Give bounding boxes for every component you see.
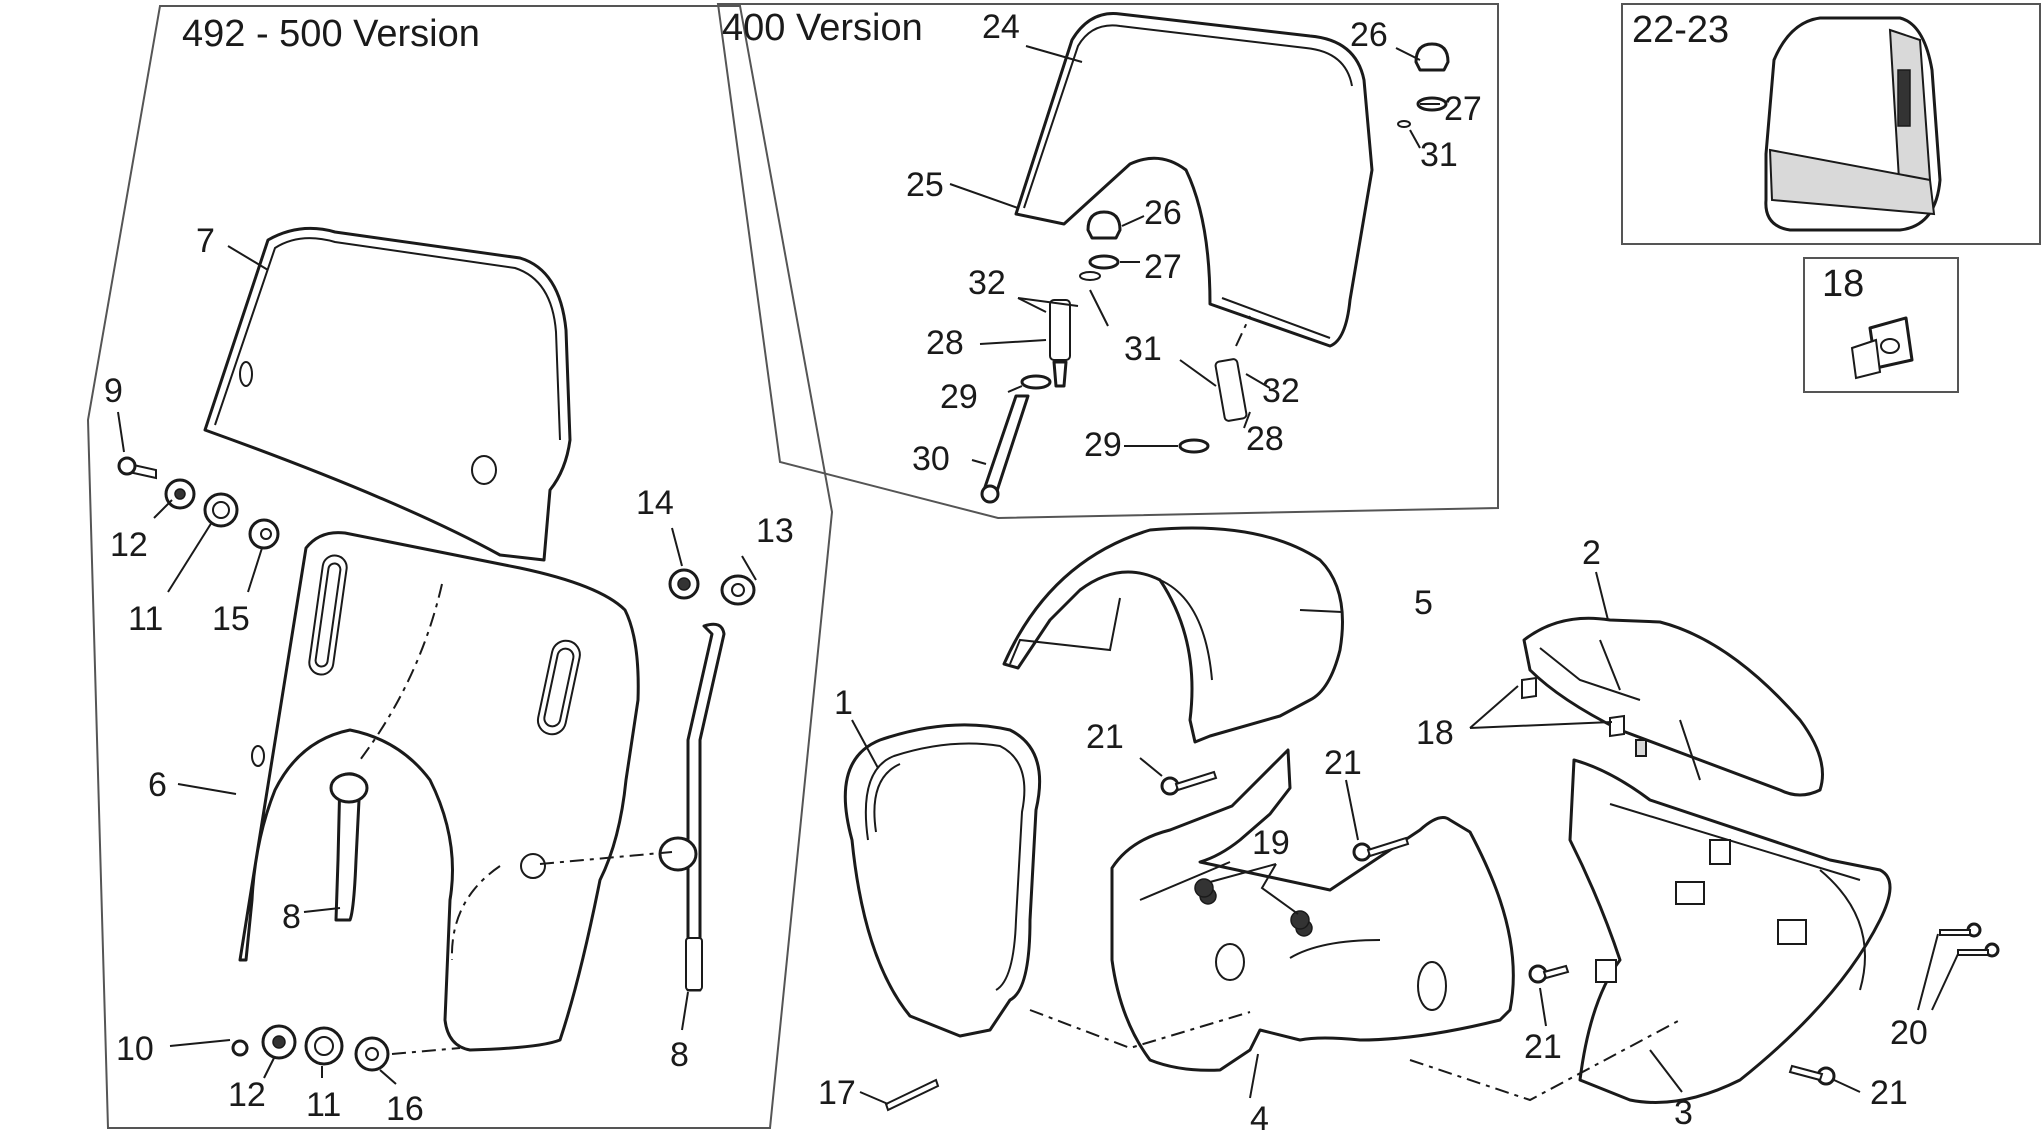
- callout-12-top: 12: [110, 526, 148, 564]
- callout-13: 13: [756, 512, 794, 550]
- callout-32-right: 32: [1262, 372, 1300, 410]
- frame-title-22-23: 22-23: [1632, 9, 1729, 51]
- callout-8-bottom: 8: [670, 1036, 689, 1074]
- callout-7: 7: [196, 222, 215, 260]
- frame-title-492-500: 492 - 500 Version: [182, 13, 480, 55]
- fasteners-400: [980, 42, 1450, 504]
- callout-31-mid: 31: [1124, 330, 1162, 368]
- callout-24: 24: [982, 8, 1020, 46]
- leaders-492-500: [117, 245, 757, 1085]
- frame-inset-22-23: [1621, 3, 2041, 245]
- callout-15: 15: [212, 600, 250, 638]
- callout-11-top: 11: [128, 600, 163, 638]
- callout-21-d: 21: [1870, 1074, 1908, 1112]
- callout-1: 1: [834, 684, 853, 722]
- callout-4: 4: [1250, 1100, 1269, 1132]
- callout-11-bottom: 11: [306, 1086, 341, 1124]
- leaders-400: [949, 45, 1440, 465]
- headlight-rim-part-1: [843, 723, 1042, 1038]
- fasteners-492-500: [117, 456, 756, 1072]
- callout-3: 3: [1674, 1094, 1693, 1132]
- callout-14: 14: [636, 484, 674, 522]
- callout-6: 6: [148, 766, 167, 804]
- callout-2: 2: [1582, 534, 1601, 572]
- cowl-part-5: [1002, 526, 1344, 744]
- windscreen-part-6: [238, 531, 640, 1052]
- callout-28-right: 28: [1246, 420, 1284, 458]
- callout-29-left: 29: [940, 378, 978, 416]
- frame-inset-18: [1803, 257, 1959, 393]
- handlebar-cover-part-2: [1522, 616, 1824, 797]
- callout-29-right: 29: [1084, 426, 1122, 464]
- callout-25: 25: [906, 166, 944, 204]
- stay-part-8: [329, 583, 726, 992]
- callout-21-c: 21: [1524, 1028, 1562, 1066]
- callout-31-top: 31: [1420, 136, 1458, 174]
- frame-title-400: 400 Version: [722, 7, 923, 49]
- callout-21-a: 21: [1086, 718, 1124, 756]
- rear-cover-part-3: [1568, 758, 1892, 1104]
- windscreen-part-24: [1014, 12, 1374, 348]
- callout-labels: 1 2 3 4 5 6 7 8 8 9 10 11 11 12 12 13 14…: [104, 8, 1928, 1132]
- callout-21-b: 21: [1324, 744, 1362, 782]
- lower-fasteners: [884, 676, 2000, 1112]
- callout-19: 19: [1252, 824, 1290, 862]
- callout-5: 5: [1414, 584, 1433, 622]
- callout-9: 9: [104, 372, 123, 410]
- callout-8-top: 8: [282, 898, 301, 936]
- callout-26-mid: 26: [1144, 194, 1182, 232]
- callout-32-left: 32: [968, 264, 1006, 302]
- callout-20: 20: [1890, 1014, 1928, 1052]
- callout-27-top: 27: [1444, 90, 1482, 128]
- inset-18-clip: [1850, 316, 1914, 380]
- callout-28-left: 28: [926, 324, 964, 362]
- callout-18: 18: [1416, 714, 1454, 752]
- frame-title-18: 18: [1822, 263, 1864, 305]
- callout-30: 30: [912, 440, 950, 478]
- callout-17: 17: [818, 1074, 856, 1112]
- frame-400-version: [716, 3, 1499, 520]
- assembly-lines: [1029, 1009, 1681, 1102]
- callout-10: 10: [116, 1030, 154, 1068]
- leaders-lower: [851, 571, 1959, 1105]
- frame-492-500-version: [86, 5, 834, 1129]
- callout-16: 16: [386, 1090, 424, 1128]
- callout-12-bottom: 12: [228, 1076, 266, 1114]
- windscreen-part-7: [203, 226, 572, 562]
- lower-body-part-4: [1110, 748, 1515, 1072]
- callout-26-top: 26: [1350, 16, 1388, 54]
- inset-22-23-part: [1764, 16, 1942, 232]
- callout-27-mid: 27: [1144, 248, 1182, 286]
